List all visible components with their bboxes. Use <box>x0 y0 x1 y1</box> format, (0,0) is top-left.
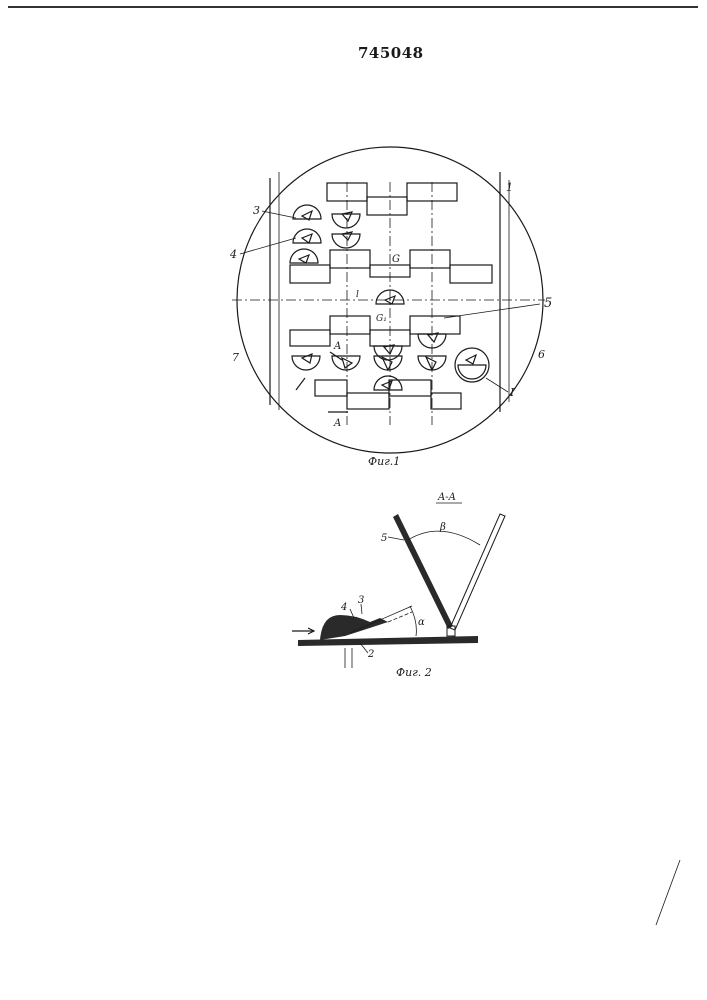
valve <box>374 356 402 370</box>
valves <box>290 205 489 390</box>
valve <box>290 249 318 263</box>
valve <box>332 214 360 228</box>
label-5-fig2: 5 <box>381 533 387 544</box>
caption-fig-2: Фиг. 2 <box>396 666 432 679</box>
label-beta: β <box>439 522 446 533</box>
valve <box>458 365 486 379</box>
valve <box>292 356 320 370</box>
baffle <box>450 265 492 283</box>
figure-1: 3 4 1 5 6 7 I A A G G₁ l Фиг.1 <box>229 147 552 468</box>
baffle <box>290 265 330 283</box>
flow-arrow <box>296 378 305 390</box>
leader-5-fig2 <box>388 537 404 540</box>
baffle <box>347 393 389 409</box>
scan-mark <box>656 860 680 925</box>
label-3-fig2: 3 <box>358 595 364 606</box>
label-I: I <box>509 386 515 399</box>
label-4: 4 <box>229 248 237 261</box>
section-label-A-A: A-A <box>437 492 456 503</box>
valve-arrow <box>382 357 392 370</box>
baffle <box>367 197 407 215</box>
label-A-bottom: A <box>333 418 341 429</box>
label-4-fig2: 4 <box>340 602 347 613</box>
label-1: 1 <box>506 181 513 194</box>
baffle <box>290 330 330 346</box>
valve-cap <box>320 615 388 640</box>
valve <box>293 205 321 219</box>
label-G: G <box>392 254 400 265</box>
leader-4 <box>240 238 296 254</box>
label-G1: G₁ <box>376 314 387 324</box>
baffle <box>410 316 460 334</box>
valve-arrow <box>466 355 476 364</box>
label-l: l <box>356 290 359 300</box>
valve-arrow <box>382 381 392 389</box>
label-7: 7 <box>232 351 239 364</box>
valve-arrow <box>302 234 312 243</box>
baffle <box>315 380 347 396</box>
label-2-fig2: 2 <box>367 649 374 660</box>
baffle <box>330 250 370 268</box>
inclined-wall <box>450 514 505 630</box>
angle-alpha-arc <box>410 606 416 636</box>
label-A-top: A <box>333 341 341 352</box>
label-5: 5 <box>544 296 552 311</box>
leader-5 <box>444 304 540 318</box>
valve-arrow <box>342 212 352 221</box>
baffle <box>431 393 461 409</box>
baffle <box>389 380 431 396</box>
leader-I <box>486 378 508 392</box>
valve-arrow <box>426 357 436 370</box>
angle-beta-arc <box>408 531 480 545</box>
label-3: 3 <box>253 204 260 217</box>
flow-dashed <box>388 612 412 622</box>
valve-arrow <box>299 255 309 263</box>
baffle <box>330 316 370 334</box>
label-alpha: α <box>418 617 425 628</box>
figure-2: A-A β α <box>292 492 505 679</box>
valve <box>332 234 360 248</box>
valve <box>374 346 402 360</box>
caption-fig-1: Фиг.1 <box>368 455 400 468</box>
label-6: 6 <box>538 348 545 361</box>
valve-arrow <box>302 354 312 363</box>
baffle <box>410 250 450 268</box>
